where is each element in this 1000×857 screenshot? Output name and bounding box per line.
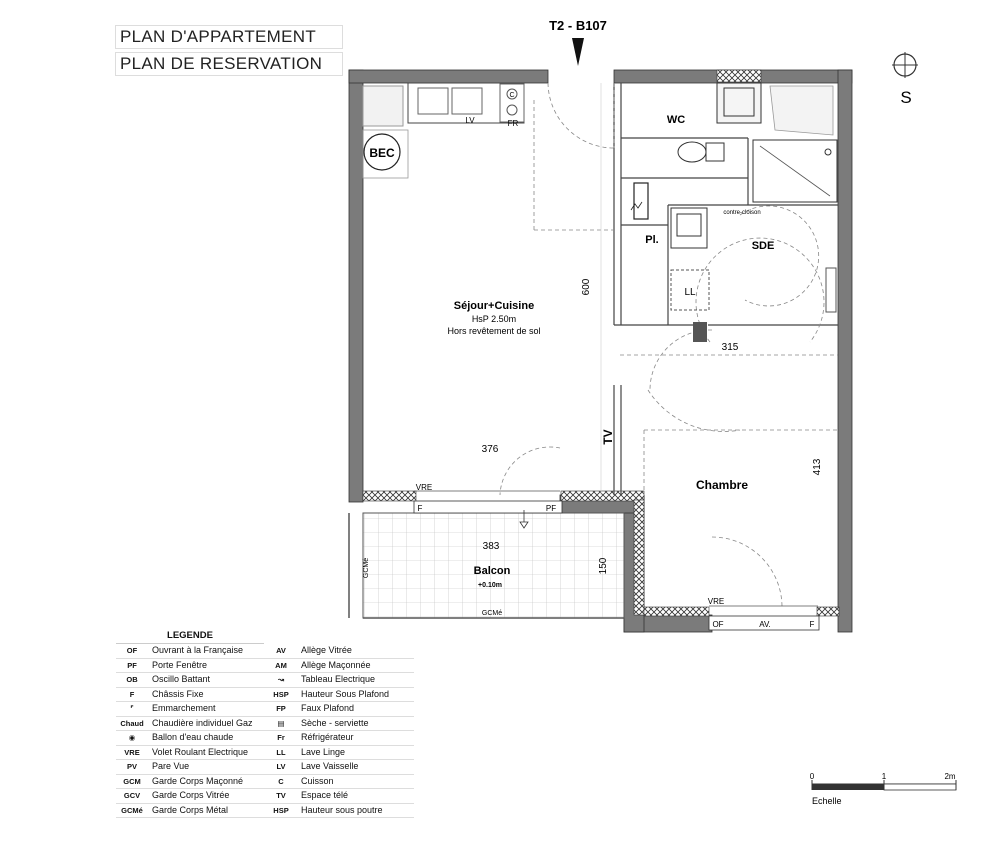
- entrance-arrow-icon: [572, 38, 584, 66]
- placard-label: Pl.: [645, 234, 658, 246]
- unit-ref-label: T2 - B107: [549, 18, 607, 33]
- step-icon: [519, 510, 529, 529]
- electrical-panel-icon: [633, 182, 649, 220]
- corner-cabinet: [362, 85, 404, 127]
- ouvrant-label: OF: [712, 620, 723, 629]
- plan-subtitle: PLAN DE RESERVATION: [115, 52, 343, 76]
- dimension-383: 383: [483, 541, 500, 552]
- sejour-hsp: HsP 2.50m: [472, 314, 516, 324]
- legend-row: ▤Sèche - serviette: [265, 717, 414, 731]
- railing-label-1: GCMé: [363, 558, 370, 578]
- wc-label: WC: [667, 114, 685, 126]
- insulation-strips: [362, 69, 840, 617]
- porte-fenetre-label: PF: [546, 504, 556, 513]
- door-swings: [499, 82, 838, 608]
- compass-label: S: [900, 88, 911, 107]
- scale-tick-1: 1: [882, 772, 887, 781]
- balcony-window-frame: [413, 500, 563, 514]
- towel-symbol-icon: ▤: [277, 718, 285, 728]
- legend-row: ⌜Emmarchement: [116, 702, 265, 717]
- scale-label: Echelle: [812, 796, 842, 806]
- water-heater-label: BEC: [369, 146, 395, 160]
- step-symbol-icon: ⌜: [130, 704, 134, 713]
- dimension-150: 150: [598, 557, 609, 574]
- towel-dryer-icon: [825, 267, 837, 313]
- scale-tick-0: 0: [810, 772, 815, 781]
- dimension-600: 600: [581, 278, 592, 295]
- railing-label-2: GCMé: [482, 610, 502, 617]
- fridge-label: FR: [508, 119, 519, 128]
- chambre-label: Chambre: [696, 478, 748, 492]
- compass-icon: [892, 52, 918, 78]
- dimension-376: 376: [482, 444, 499, 455]
- legend-row: ◉Ballon d'eau chaude: [116, 731, 265, 746]
- dimension-413: 413: [812, 458, 823, 475]
- contre-cloison-label: contre-cloison: [723, 210, 760, 216]
- scale-bar: 0 1 2m Echelle: [810, 772, 957, 806]
- legend-row: ↝Tableau Electrique: [265, 673, 414, 688]
- interior-walls: [613, 83, 838, 495]
- dimension-315: 315: [722, 342, 739, 353]
- legend-title: LEGENDE: [116, 629, 264, 644]
- washing-machine-label: LL: [684, 287, 696, 298]
- sejour-note: Hors revêtement de sol: [447, 326, 540, 336]
- balcony-floor: [362, 512, 625, 619]
- boiler-symbol-icon: ◉: [128, 733, 136, 742]
- vre-label-2: VRE: [708, 597, 724, 606]
- sde-label: SDE: [752, 240, 775, 252]
- water-heater-icon: [363, 133, 401, 171]
- bedroom-window-frame: [708, 615, 820, 631]
- vre-label-1: VRE: [416, 483, 432, 492]
- sejour-label: Séjour+Cuisine: [454, 300, 534, 312]
- column-block: [693, 322, 707, 342]
- panel-symbol-icon: ↝: [277, 675, 285, 684]
- washing-machine: [670, 269, 710, 311]
- toilet-icon: [677, 141, 707, 163]
- fixed-frame-label-2: F: [810, 620, 815, 629]
- tv-space-label: TV: [601, 429, 615, 444]
- balcon-label: Balcon: [474, 565, 511, 577]
- balcon-level: +0.10m: [478, 582, 502, 589]
- dishwasher-label: LV: [465, 116, 475, 125]
- cooktop-label: C: [509, 92, 514, 99]
- plan-title: PLAN D'APPARTEMENT: [115, 25, 343, 49]
- fixed-frame-label-1: F: [418, 504, 423, 513]
- allege-vitree-label: AV.: [759, 620, 771, 629]
- scale-tick-2: 2m: [944, 772, 955, 781]
- kitchen-counter: [407, 82, 525, 124]
